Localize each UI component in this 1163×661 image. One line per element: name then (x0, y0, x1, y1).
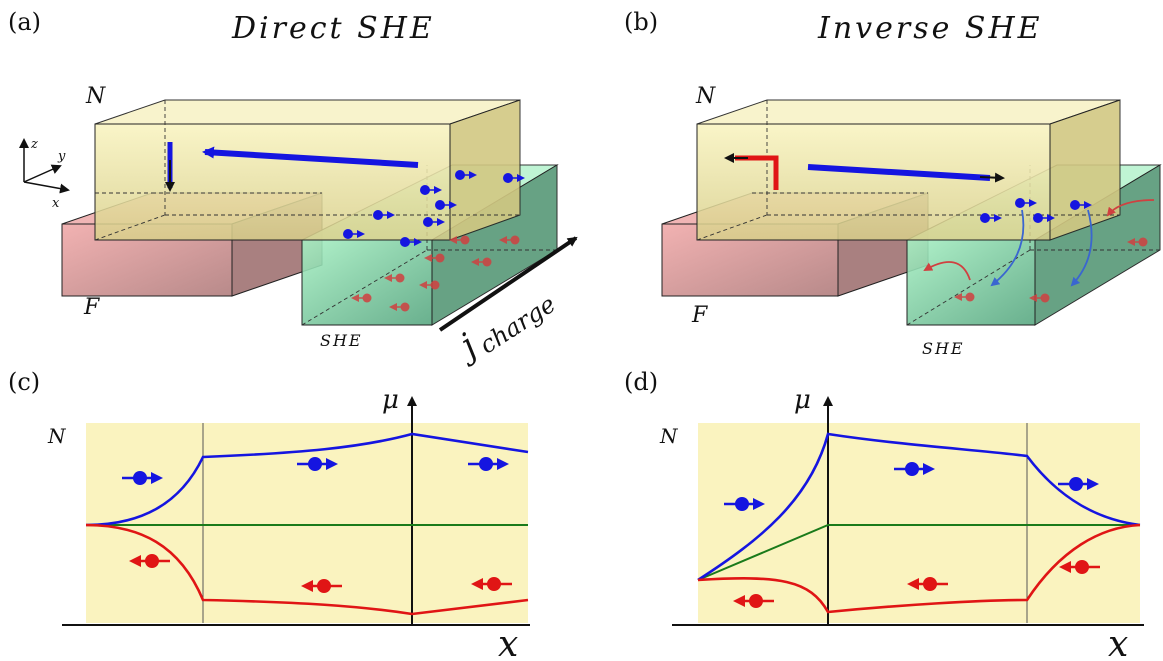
mu-label-d: μ (794, 385, 811, 415)
f-label-a: F (83, 295, 100, 320)
panel-d-label: (d) (624, 368, 658, 396)
mu-label-c: μ (382, 385, 399, 415)
svg-text:y: y (57, 149, 66, 164)
spin-down-dots-b (954, 237, 1148, 303)
plot-background-d (698, 423, 1140, 623)
voltage-arrow-b (735, 155, 779, 190)
right-arrow-b (979, 172, 1005, 183)
panel-b-label: (b) (624, 8, 658, 36)
panel-a: (a) Direct SHE (8, 8, 578, 369)
x-label-c: x (498, 624, 518, 661)
panel-b-title: Inverse SHE (817, 11, 1043, 46)
spin-current-arrow-a (202, 146, 419, 168)
panel-c: (c) μ x N (8, 368, 530, 661)
spin-up-markers-d (724, 462, 1099, 511)
spin-down-curve-c (85, 523, 529, 616)
n-label-b: N (695, 84, 716, 109)
spin-up-curve-c (85, 432, 529, 527)
normal-metal-bar-b (696, 99, 1121, 241)
spin-current-arrow-b (807, 164, 991, 181)
svg-text:z: z (30, 137, 38, 152)
panel-d: (d) μ x N (624, 368, 1144, 661)
spin-up-markers-c (122, 457, 509, 485)
spin-down-markers-c (129, 554, 512, 593)
she-label-a: SHE (320, 331, 363, 350)
n-label-a: N (85, 84, 106, 109)
panel-a-label: (a) (8, 8, 41, 36)
spin-up-dots-b (980, 198, 1092, 223)
charge-potential-line-d (697, 524, 1140, 581)
panel-b: (b) Inverse SHE (624, 8, 1162, 358)
she-label-b: SHE (922, 339, 965, 358)
n-label-d: N (659, 424, 679, 448)
spin-down-dots-a (351, 235, 520, 312)
spin-down-markers-d (733, 560, 1100, 608)
spin-down-curve-d (697, 523, 1141, 614)
spin-up-curve-d (697, 432, 1141, 582)
coordinate-axes-a: z y x (19, 137, 70, 211)
svg-text:charge: charge (475, 290, 561, 359)
normal-metal-bar-a (94, 99, 521, 241)
plot-background-c (86, 423, 528, 623)
f-label-b: F (691, 303, 708, 328)
deflection-arrows-b (923, 199, 1155, 287)
panel-c-label: (c) (8, 368, 40, 396)
panel-a-title: Direct SHE (231, 11, 435, 46)
n-label-c: N (47, 424, 67, 448)
charge-current-arrow-a (438, 236, 578, 332)
x-label-d: x (1108, 624, 1128, 661)
spin-up-dots-a (343, 170, 525, 247)
svg-text:x: x (52, 196, 60, 211)
